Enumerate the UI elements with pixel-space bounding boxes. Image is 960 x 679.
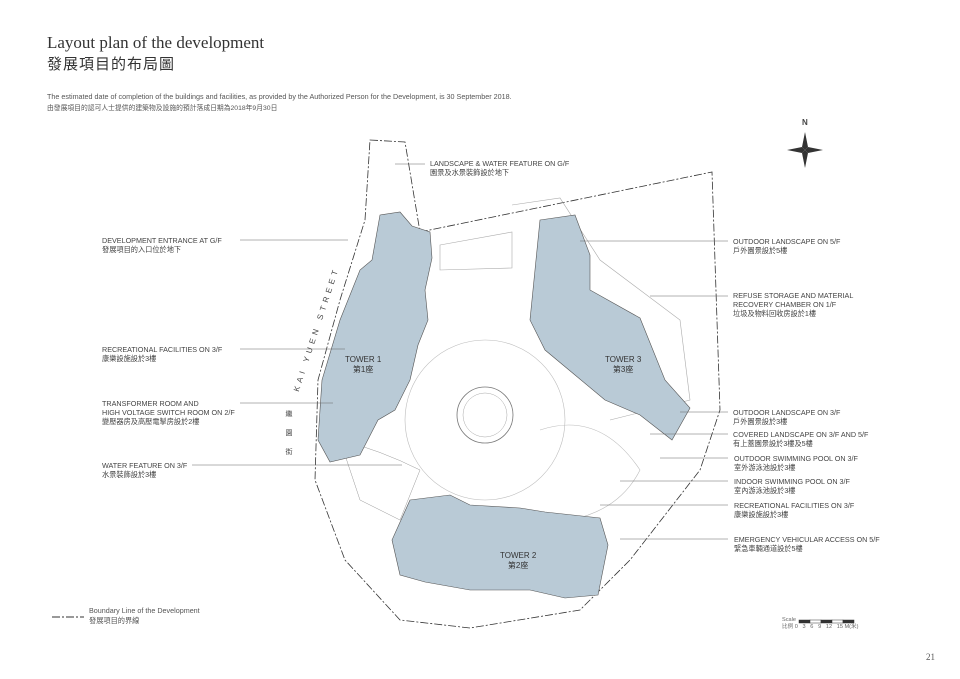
tower-2-footprint (391, 494, 609, 599)
legend-boundary-label: Boundary Line of the Development (89, 606, 200, 615)
tower-1-footprint (317, 211, 433, 463)
page-title-zh: 發展項目的布局圖 (47, 57, 176, 73)
compass-north-label: N (802, 118, 808, 127)
street-name-zh: 繼園街 (285, 410, 292, 467)
tower-3-footprint (529, 214, 691, 441)
completion-note-zh: 由發展項目的認可人士提供的建築物及設施的預計落成日期為2018年9月30日 (47, 105, 278, 112)
north-arrow-icon (787, 132, 823, 168)
completion-note: The estimated date of completion of the … (47, 92, 512, 101)
scale-bar (798, 619, 855, 624)
page-title: Layout plan of the development (47, 33, 265, 52)
page-number: 21 (926, 652, 935, 662)
boundary-line (314, 139, 721, 629)
legend-boundary-label-zh: 發展項目的界線 (89, 616, 140, 625)
